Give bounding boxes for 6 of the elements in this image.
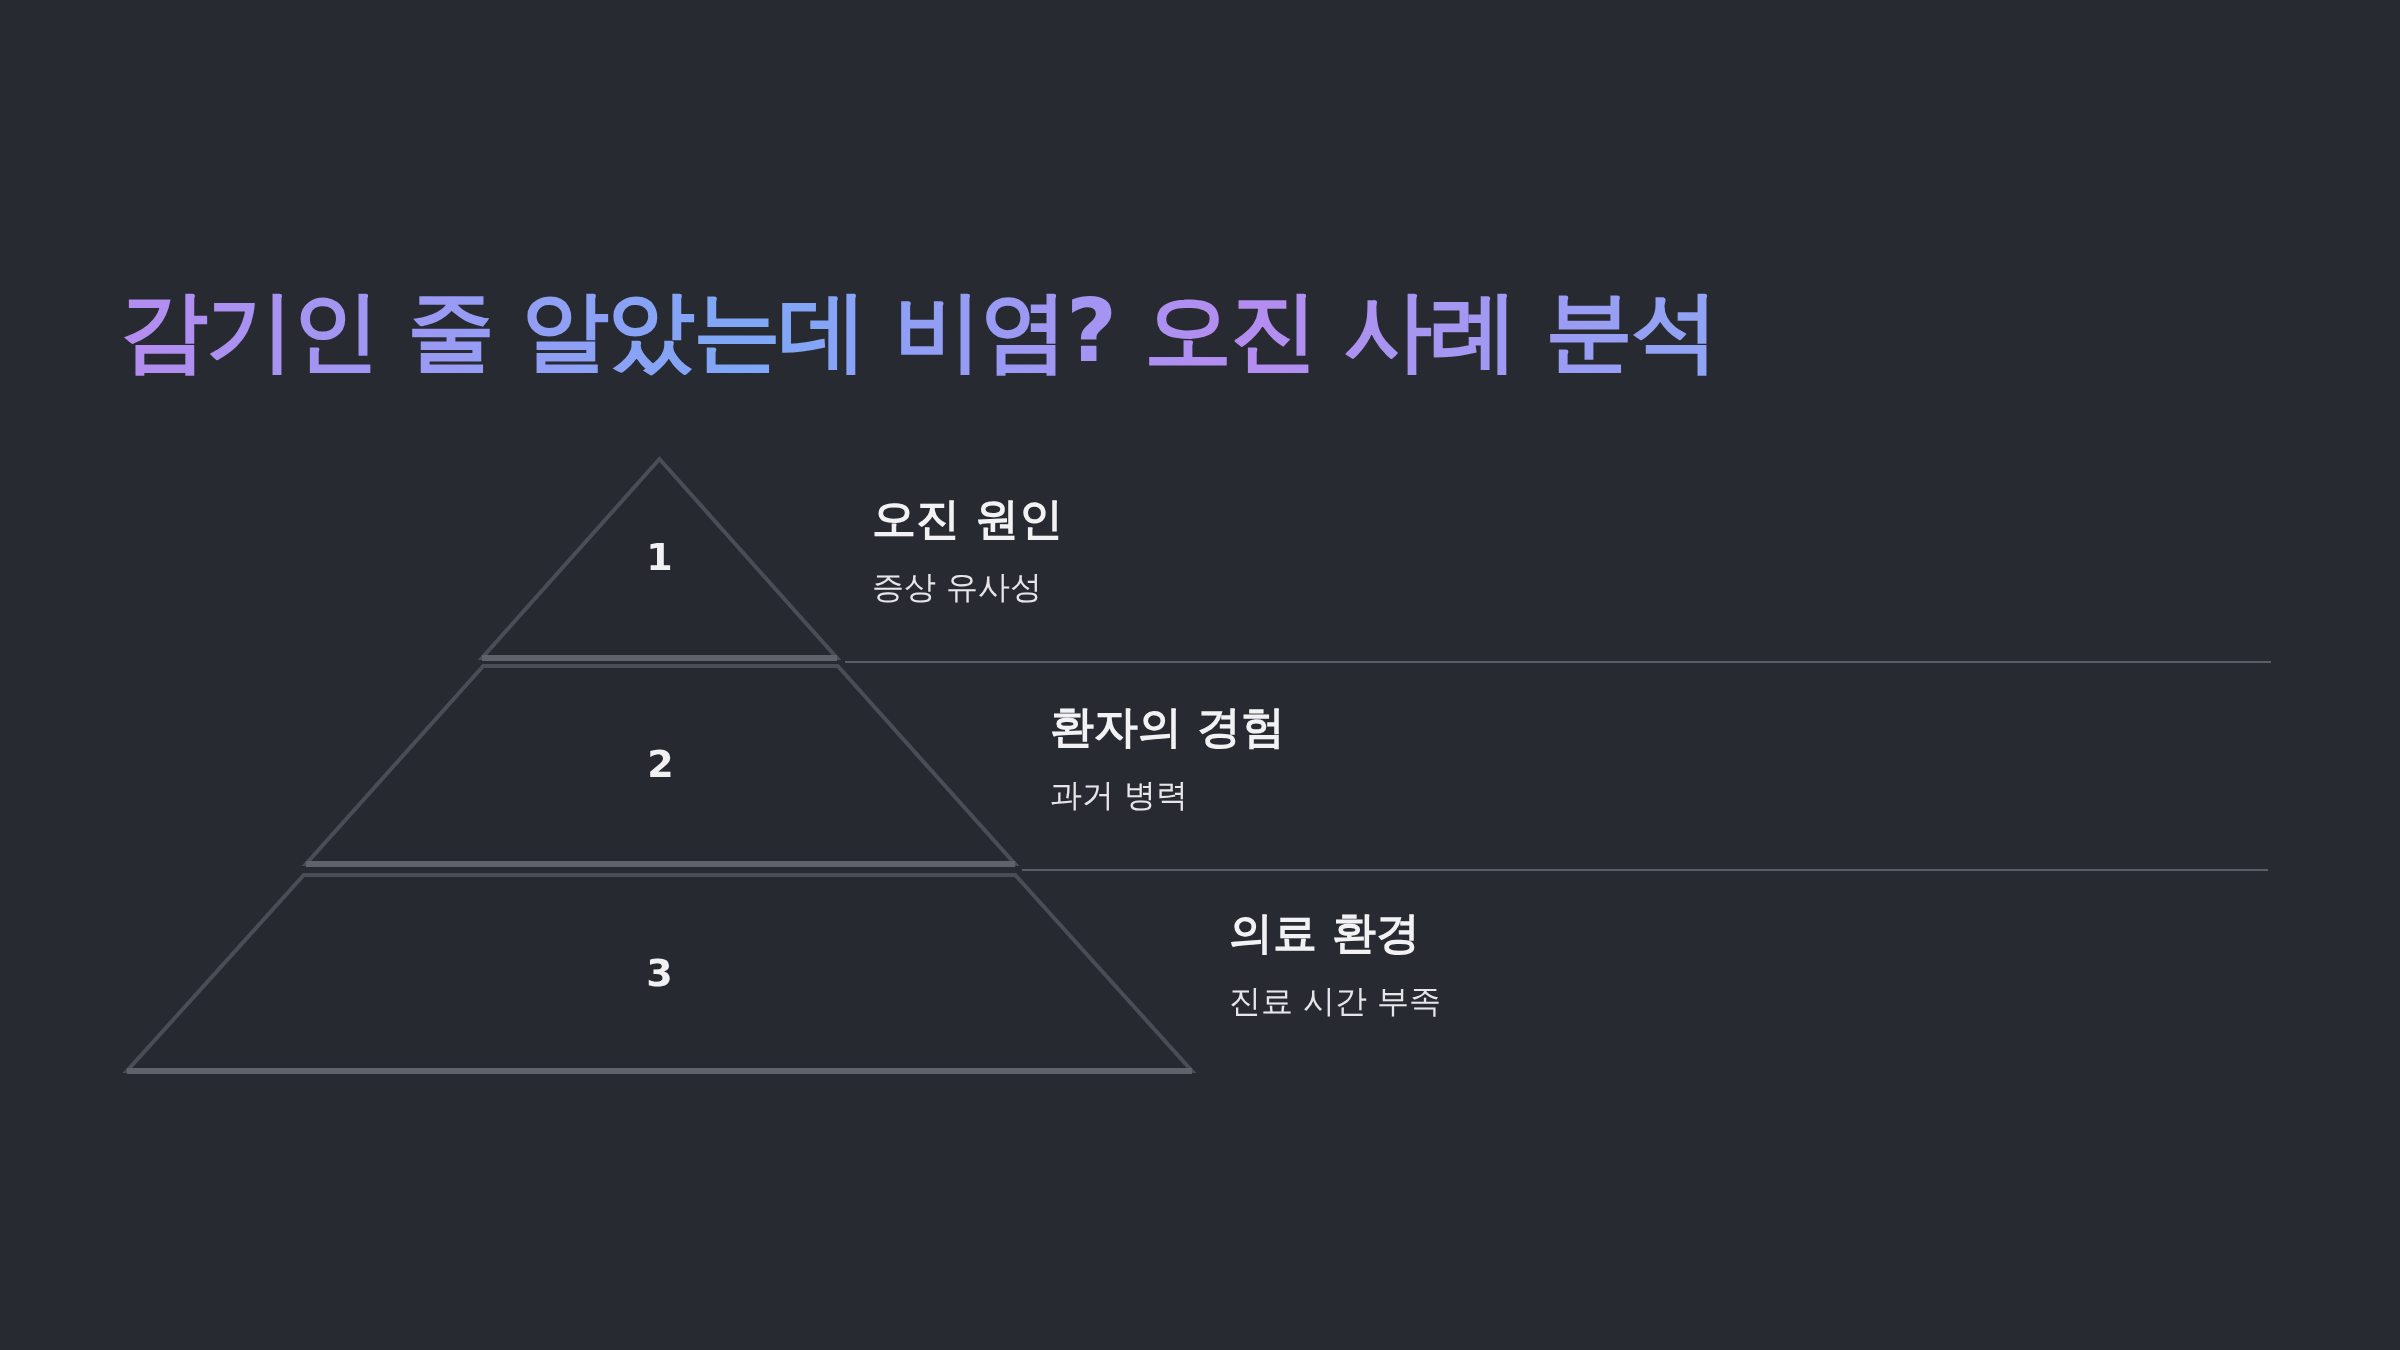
layer-heading: 환자의 경험 bbox=[1050, 700, 1286, 754]
layer-heading: 오진 원인 bbox=[872, 492, 1064, 546]
layer-heading: 의료 환경 bbox=[1229, 906, 1421, 960]
layer-description: 진료 시간 부족 bbox=[1229, 981, 1442, 1022]
layer-description: 증상 유사성 bbox=[872, 567, 1043, 608]
layer-description: 과거 병력 bbox=[1050, 775, 1189, 816]
